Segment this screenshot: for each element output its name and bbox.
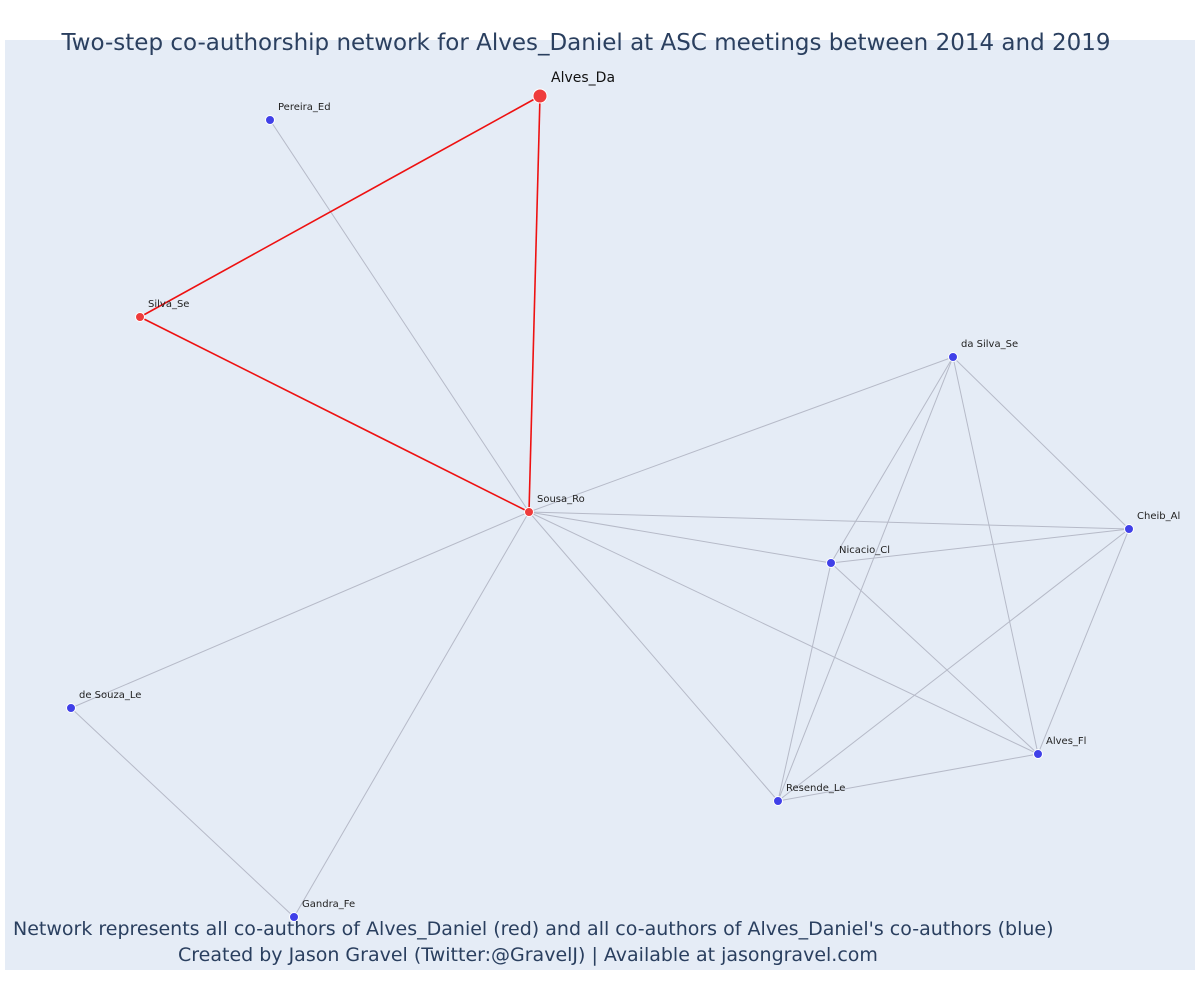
node-label-alves-fl: Alves_Fl xyxy=(1046,736,1086,747)
node-resende-le[interactable] xyxy=(773,796,783,806)
figure-title: Two-step co-authorship network for Alves… xyxy=(61,30,1111,56)
edge-sousa-ro-resende-le xyxy=(528,511,779,802)
edge-sousa-ro-nicacio-cl xyxy=(528,511,832,564)
node-label-da-silva-se: da Silva_Se xyxy=(961,339,1018,350)
edge-sousa-ro-da-silva-se xyxy=(528,356,954,513)
edge-pereira-ed-sousa-ro xyxy=(269,119,530,513)
node-nicacio-cl[interactable] xyxy=(826,558,836,568)
node-gandra-fe[interactable] xyxy=(289,912,299,922)
node-label-cheib-al: Cheib_Al xyxy=(1137,511,1180,522)
edge-da-silva-se-nicacio-cl xyxy=(830,356,954,564)
edge-alves-da-sousa-ro xyxy=(528,95,541,513)
edge-nicacio-cl-alves-fl xyxy=(830,562,1039,755)
edge-da-silva-se-cheib-al xyxy=(952,356,1130,530)
footnote-line-2: Created by Jason Gravel (Twitter:@Gravel… xyxy=(178,944,878,966)
node-de-souza-le[interactable] xyxy=(66,703,76,713)
node-label-resende-le: Resende_Le xyxy=(786,783,845,794)
edge-sousa-ro-cheib-al xyxy=(528,511,1130,530)
edge-da-silva-se-resende-le xyxy=(777,356,954,802)
edge-sousa-ro-gandra-fe xyxy=(293,511,530,918)
plot-area xyxy=(5,40,1195,970)
edge-silva-se-sousa-ro xyxy=(139,316,530,513)
edge-alves-fl-resende-le xyxy=(777,753,1039,802)
edge-cheib-al-nicacio-cl xyxy=(830,528,1130,564)
node-label-gandra-fe: Gandra_Fe xyxy=(302,899,355,910)
edge-da-silva-se-alves-fl xyxy=(952,356,1039,755)
node-alves-fl[interactable] xyxy=(1033,749,1043,759)
node-pereira-ed[interactable] xyxy=(265,115,275,125)
edge-sousa-ro-alves-fl xyxy=(528,511,1039,755)
node-label-nicacio-cl: Nicacio_Cl xyxy=(839,545,890,556)
node-label-silva-se: Silva_Se xyxy=(148,299,189,310)
node-sousa-ro[interactable] xyxy=(524,507,534,517)
node-alves-da[interactable] xyxy=(532,88,548,104)
node-label-sousa-ro: Sousa_Ro xyxy=(537,494,585,505)
edge-cheib-al-alves-fl xyxy=(1037,528,1130,755)
edge-nicacio-cl-resende-le xyxy=(777,562,832,802)
node-label-alves-da: Alves_Da xyxy=(551,70,615,86)
edge-cheib-al-resende-le xyxy=(777,528,1130,802)
node-da-silva-se[interactable] xyxy=(948,352,958,362)
edges xyxy=(70,95,1130,918)
node-cheib-al[interactable] xyxy=(1124,524,1134,534)
edge-alves-da-silva-se xyxy=(139,95,541,318)
edge-sousa-ro-de-souza-le xyxy=(70,511,530,709)
edge-de-souza-le-gandra-fe xyxy=(70,707,295,918)
node-label-pereira-ed: Pereira_Ed xyxy=(278,102,331,113)
footnote-line-1: Network represents all co-authors of Alv… xyxy=(13,918,1054,940)
node-silva-se[interactable] xyxy=(135,312,145,322)
node-label-de-souza-le: de Souza_Le xyxy=(79,690,141,701)
